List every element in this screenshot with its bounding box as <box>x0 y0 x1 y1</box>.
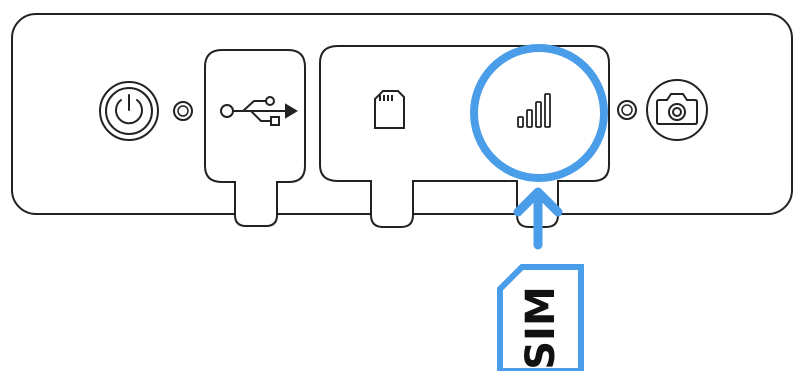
sd-card-icon <box>374 90 405 129</box>
power-led-icon <box>173 101 193 121</box>
usb-port-cover[interactable] <box>204 49 306 227</box>
signal-bars-icon <box>517 93 551 128</box>
status-led-icon <box>617 100 637 120</box>
sim-card <box>497 264 584 371</box>
power-icon <box>99 81 159 141</box>
sim-card-label: SIM <box>518 286 564 370</box>
highlight-ring <box>470 44 608 182</box>
insert-direction-arrow <box>513 187 563 250</box>
usb-icon <box>220 96 298 126</box>
camera-icon <box>646 79 708 141</box>
